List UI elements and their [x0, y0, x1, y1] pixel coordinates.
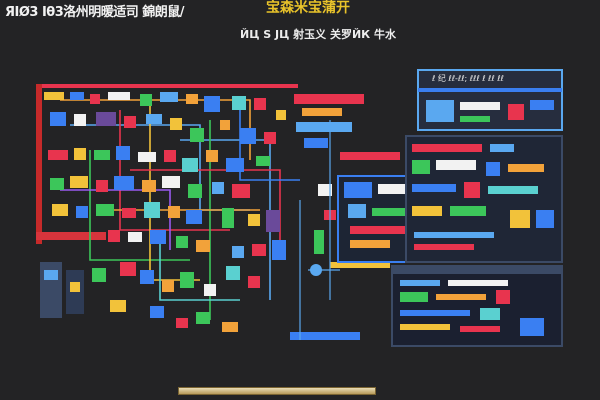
diagram-title-right: 宝森米宝蒲开: [266, 0, 350, 16]
left-cluster-bottom-bar: [36, 232, 106, 240]
bottom-scroll-bar[interactable]: [178, 387, 376, 395]
right-top-panel-title: ℓ 纪 ℓℓ-ℓℓ; ℓℓℓ ℓ ℓℓ ℓℓ: [432, 74, 504, 83]
left-cluster-side-bar: [36, 84, 42, 244]
right-top-panel: [417, 69, 563, 131]
right-bottom-panel: [391, 265, 563, 347]
center-cluster: [290, 94, 400, 340]
diagram-title-left: ЯIØ3 Iθ3洛州明暖适司 錦朗鼠/: [5, 5, 185, 20]
diagram-subtitle: ЙЦ Ѕ ЈЦ 射玉义 关罗ЙК 牛水: [240, 28, 396, 41]
left-cluster-nodes: [40, 92, 286, 332]
right-middle-panel: [405, 135, 563, 263]
left-cluster-top-bar: [36, 84, 298, 88]
